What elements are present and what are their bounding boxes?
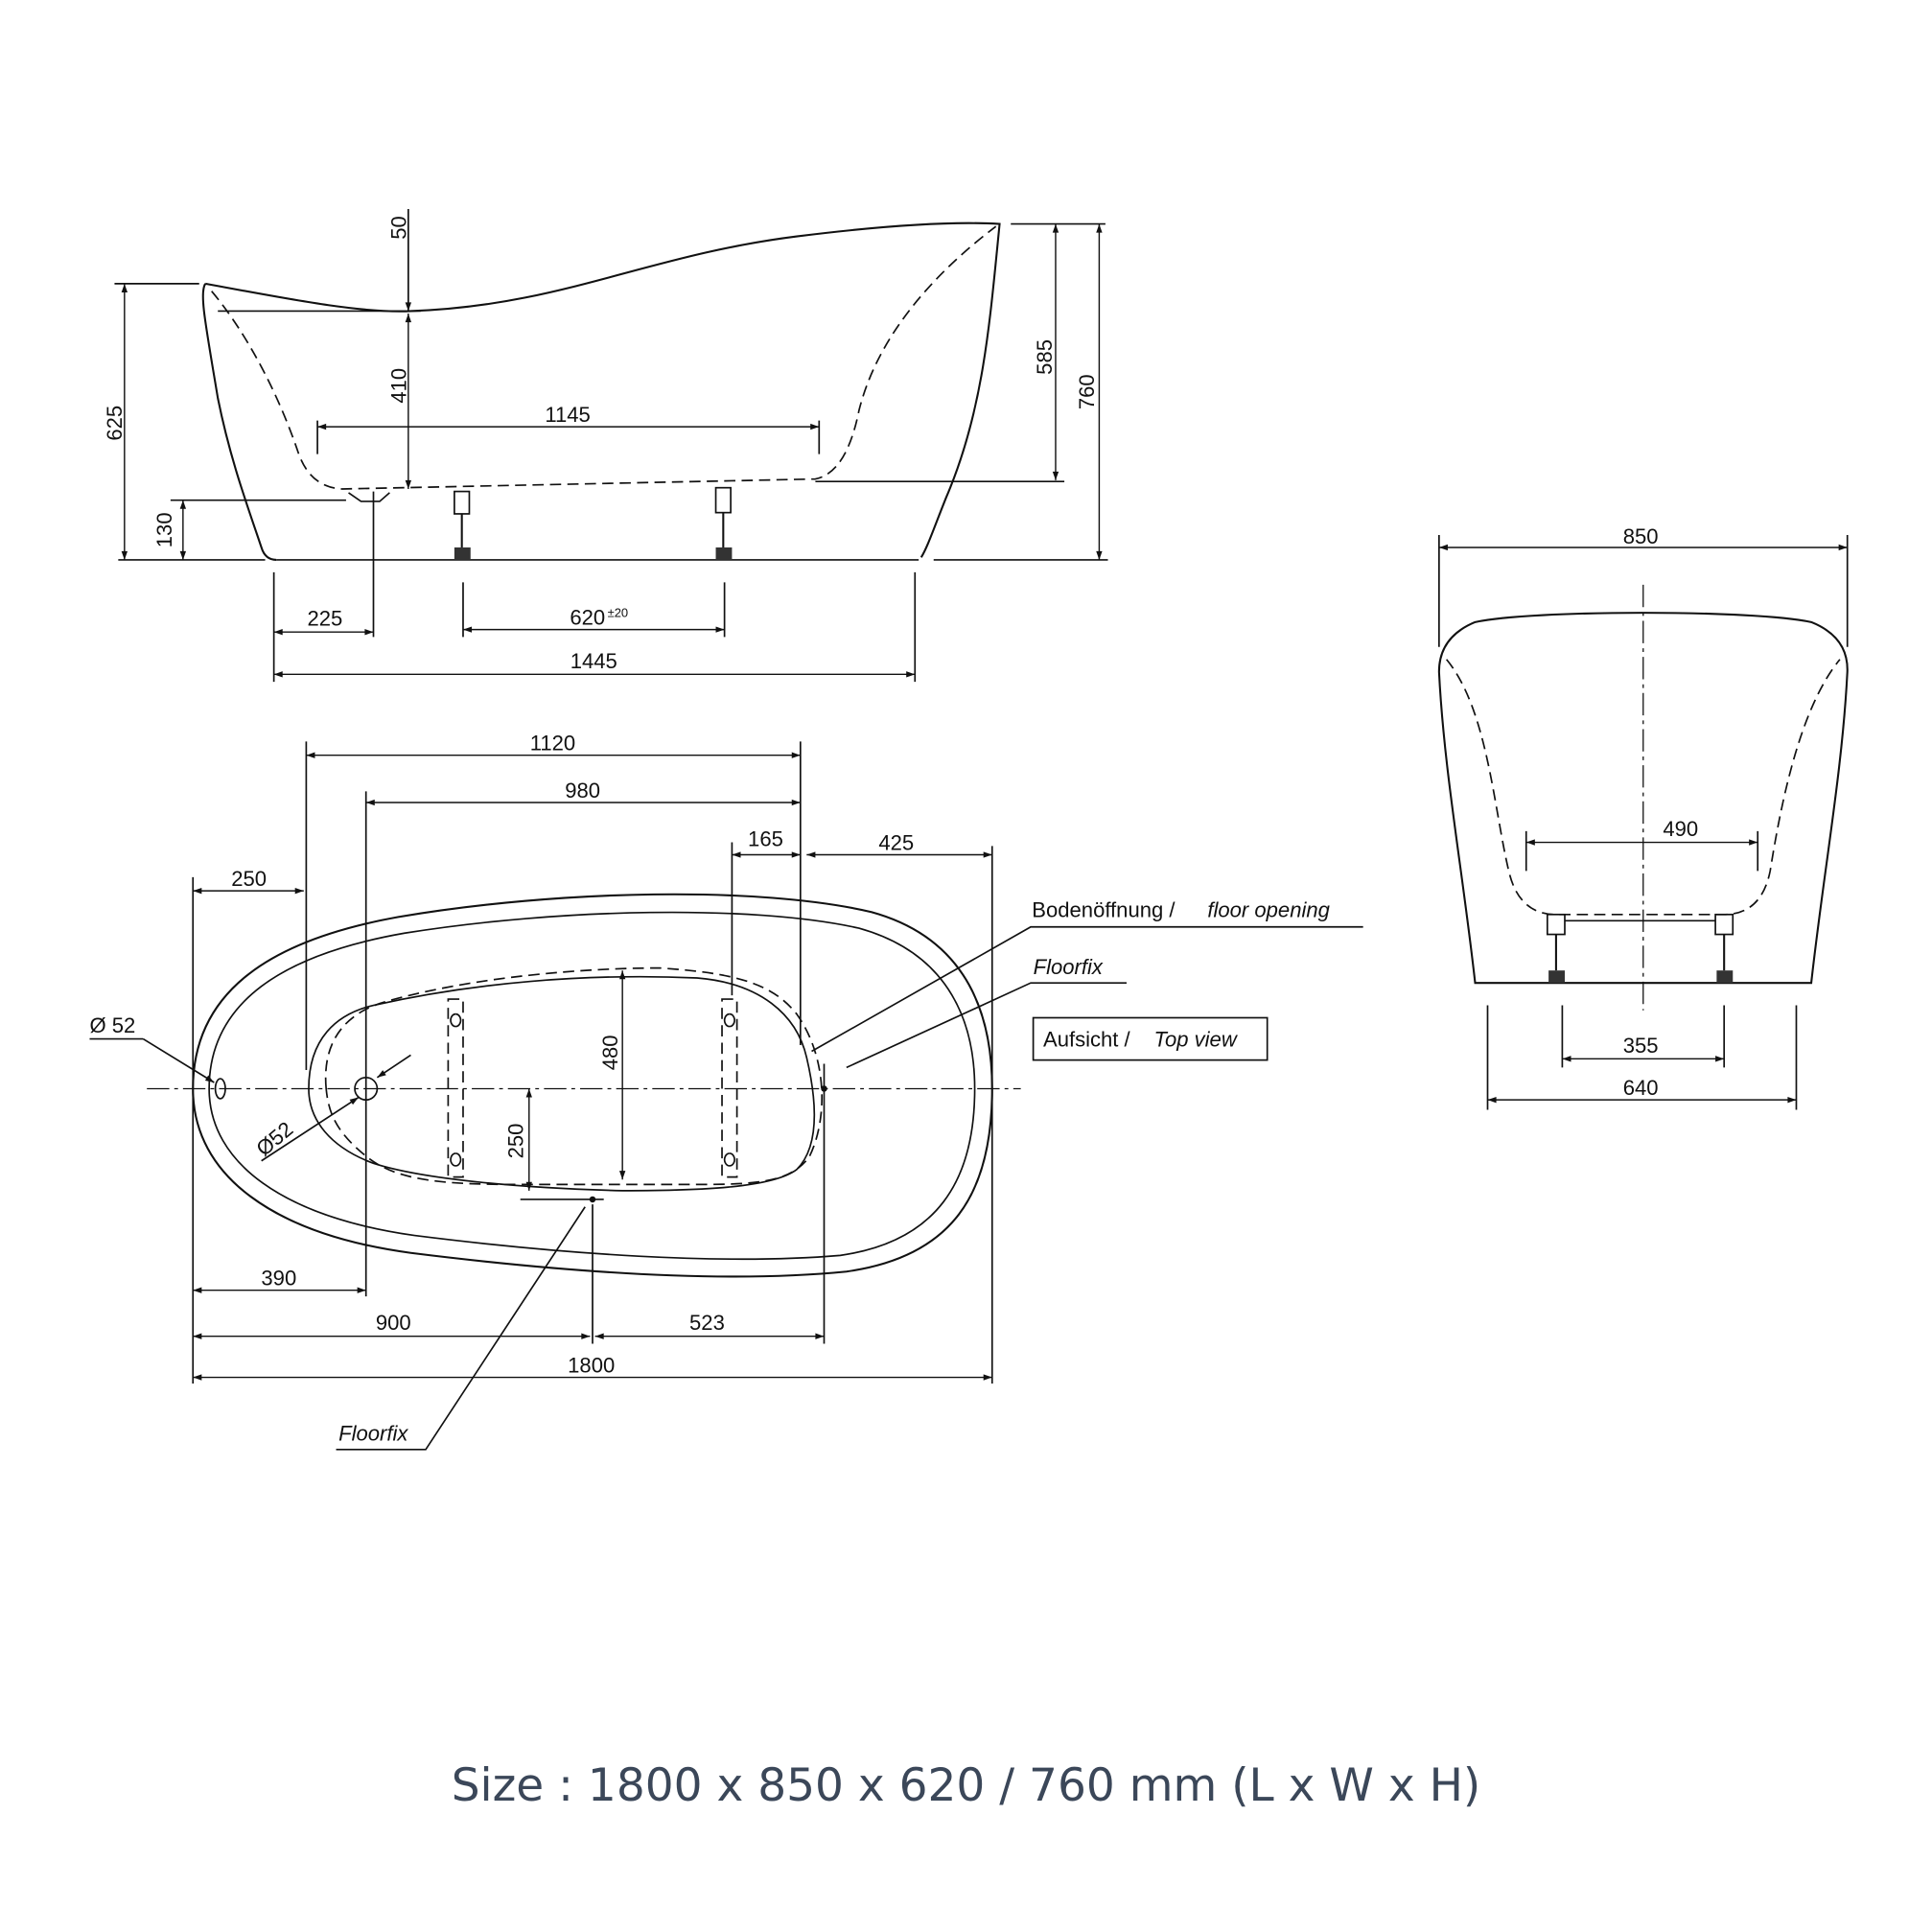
top-basin-solid xyxy=(308,975,816,1192)
side-outer-shell xyxy=(201,221,1001,561)
dim-1120: 1120 xyxy=(530,732,575,756)
dim-620-tolerance: ±20 xyxy=(608,606,629,620)
leader-dia52-drain xyxy=(261,1096,360,1162)
end-leg-right-top xyxy=(1714,913,1734,936)
leader-floorfix-bottom xyxy=(336,1206,586,1451)
dim-355: 355 xyxy=(1623,1034,1659,1058)
label-floorfix-bottom: Floorfix xyxy=(338,1422,408,1446)
dim-760: 760 xyxy=(1075,374,1099,409)
dim-980: 980 xyxy=(565,779,600,803)
dim-1145: 1145 xyxy=(545,403,590,427)
top-floorfix-rail-right xyxy=(721,998,738,1178)
end-leg-left-foot xyxy=(1548,970,1565,984)
dim-585: 585 xyxy=(1033,339,1057,375)
top-basin-dashed xyxy=(324,966,823,1186)
end-outer-shell xyxy=(1437,612,1849,985)
leader-floorfix-right xyxy=(846,982,1127,1069)
dim-480: 480 xyxy=(598,1035,622,1070)
end-leg-left-top xyxy=(1546,913,1566,936)
end-inner-dashed xyxy=(1446,659,1841,916)
end-leg-right-foot xyxy=(1716,970,1734,984)
leader-floor-opening xyxy=(811,925,1363,1053)
dim-390: 390 xyxy=(261,1267,296,1291)
view-label-box xyxy=(1032,1016,1269,1061)
top-inner-rim xyxy=(208,911,976,1261)
dim-250-vertical: 250 xyxy=(503,1124,527,1159)
dim-850: 850 xyxy=(1623,524,1659,548)
label-floor-opening-en: floor opening xyxy=(1207,897,1330,921)
dim-130: 130 xyxy=(152,512,176,547)
dim-1445: 1445 xyxy=(570,649,617,673)
dim-523: 523 xyxy=(689,1311,725,1335)
dim-900: 900 xyxy=(376,1311,411,1335)
dim-dia52-overflow: Ø 52 xyxy=(89,1013,135,1037)
dim-50: 50 xyxy=(386,216,410,240)
dim-dia52-drain: Ø52 xyxy=(251,1117,297,1161)
dim-490: 490 xyxy=(1663,817,1698,841)
side-leg-right xyxy=(714,486,733,560)
side-drain xyxy=(348,492,390,502)
dim-1800: 1800 xyxy=(568,1353,615,1377)
dim-640: 640 xyxy=(1623,1076,1659,1100)
size-caption: Size : 1800 x 850 x 620 / 760 mm (L x W … xyxy=(451,1759,1481,1812)
top-view: 1120 980 165 425 250 390 900 523 1800 48… xyxy=(89,732,1363,1451)
dim-425: 425 xyxy=(878,830,914,854)
dim-225: 225 xyxy=(307,607,342,631)
side-view: 625 130 50 410 1145 585 760 225 620 ±20 … xyxy=(103,209,1108,683)
label-floorfix-right: Floorfix xyxy=(1034,955,1104,979)
dim-410: 410 xyxy=(386,368,410,404)
dim-625: 625 xyxy=(103,406,127,441)
label-view-en: Top view xyxy=(1154,1027,1239,1051)
label-view-de: Aufsicht / xyxy=(1043,1027,1131,1051)
dim-250-top: 250 xyxy=(231,867,267,891)
side-inner-dashed xyxy=(211,225,997,490)
dim-620: 620 xyxy=(570,605,605,629)
label-floor-opening-de: Bodenöffnung / xyxy=(1032,897,1175,921)
dim-165: 165 xyxy=(748,826,783,850)
side-leg-left xyxy=(454,490,471,560)
end-view: 850 490 355 640 xyxy=(1437,524,1849,1110)
